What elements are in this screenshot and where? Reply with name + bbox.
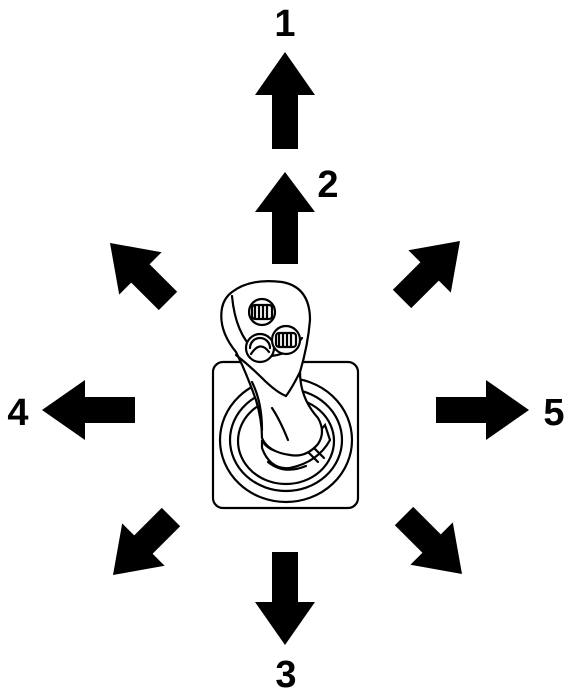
arrow-up-near-icon	[255, 172, 315, 264]
label-4: 4	[7, 392, 28, 434]
joystick-icon	[211, 280, 360, 510]
arrow-up-far-icon	[255, 52, 315, 149]
label-1: 1	[274, 3, 295, 45]
arrow-down-icon	[255, 552, 315, 645]
label-5: 5	[543, 392, 564, 434]
arrow-up-right-icon	[380, 219, 482, 321]
arrow-down-right-icon	[382, 494, 484, 596]
arrow-right-icon	[436, 380, 529, 440]
label-3: 3	[275, 654, 296, 694]
arrow-down-left-icon	[91, 495, 193, 597]
joystick-handle	[220, 280, 324, 457]
arrow-up-left-icon	[88, 221, 190, 323]
arrow-left-icon	[42, 380, 135, 440]
label-2: 2	[317, 164, 338, 206]
